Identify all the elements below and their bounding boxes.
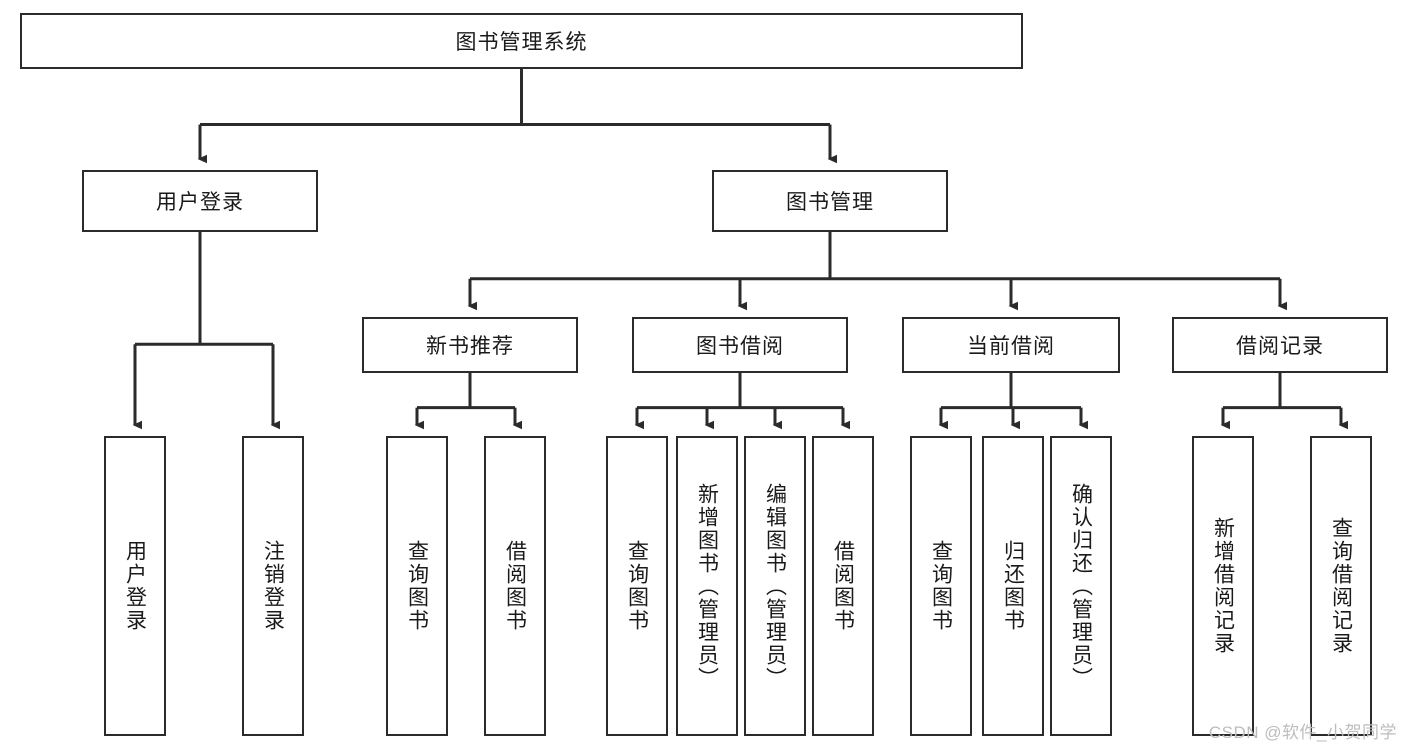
node-login[interactable]: 用户登录 [82,170,318,232]
node-label: 用户登录 [156,191,244,214]
node-leaf-new-2[interactable]: 借阅图书 [484,436,546,736]
node-current[interactable]: 当前借阅 [902,317,1120,373]
node-leaf-login-1[interactable]: 用户登录 [104,436,166,736]
node-label: 新增图书（管理员） [695,482,719,690]
node-label: 用户登录 [123,540,147,632]
node-label: 借阅记录 [1236,335,1324,358]
node-label: 新书推荐 [426,335,514,358]
node-leaf-cur-2[interactable]: 归还图书 [982,436,1044,736]
node-newbook[interactable]: 新书推荐 [362,317,578,373]
node-label: 借阅图书 [503,540,527,632]
watermark-label: CSDN @软件_小贺同学 [1208,723,1397,742]
node-label: 借阅图书 [831,540,855,632]
node-leaf-bor-4[interactable]: 借阅图书 [812,436,874,736]
node-label: 查询借阅记录 [1329,517,1353,655]
node-label: 新增借阅记录 [1211,517,1235,655]
node-label: 确认归还（管理员） [1069,482,1093,690]
node-label: 图书借阅 [696,335,784,358]
node-label: 当前借阅 [967,335,1055,358]
node-leaf-bor-3[interactable]: 编辑图书（管理员） [744,436,806,736]
node-leaf-login-2[interactable]: 注销登录 [242,436,304,736]
node-label: 图书管理 [786,191,874,214]
node-bookmgmt[interactable]: 图书管理 [712,170,948,232]
node-leaf-cur-1[interactable]: 查询图书 [910,436,972,736]
node-leaf-rec-1[interactable]: 新增借阅记录 [1192,436,1254,736]
node-borrow[interactable]: 图书借阅 [632,317,848,373]
node-root[interactable]: 图书管理系统 [20,13,1023,69]
node-label: 注销登录 [261,540,285,632]
node-leaf-cur-3[interactable]: 确认归还（管理员） [1050,436,1112,736]
node-label: 查询图书 [625,540,649,632]
node-leaf-rec-2[interactable]: 查询借阅记录 [1310,436,1372,736]
node-leaf-new-1[interactable]: 查询图书 [386,436,448,736]
node-label: 查询图书 [929,540,953,632]
node-records[interactable]: 借阅记录 [1172,317,1388,373]
node-label: 图书管理系统 [455,31,588,54]
node-leaf-bor-1[interactable]: 查询图书 [606,436,668,736]
node-label: 编辑图书（管理员） [763,482,787,690]
node-leaf-bor-2[interactable]: 新增图书（管理员） [676,436,738,736]
node-label: 查询图书 [405,540,429,632]
node-label: 归还图书 [1001,540,1025,632]
